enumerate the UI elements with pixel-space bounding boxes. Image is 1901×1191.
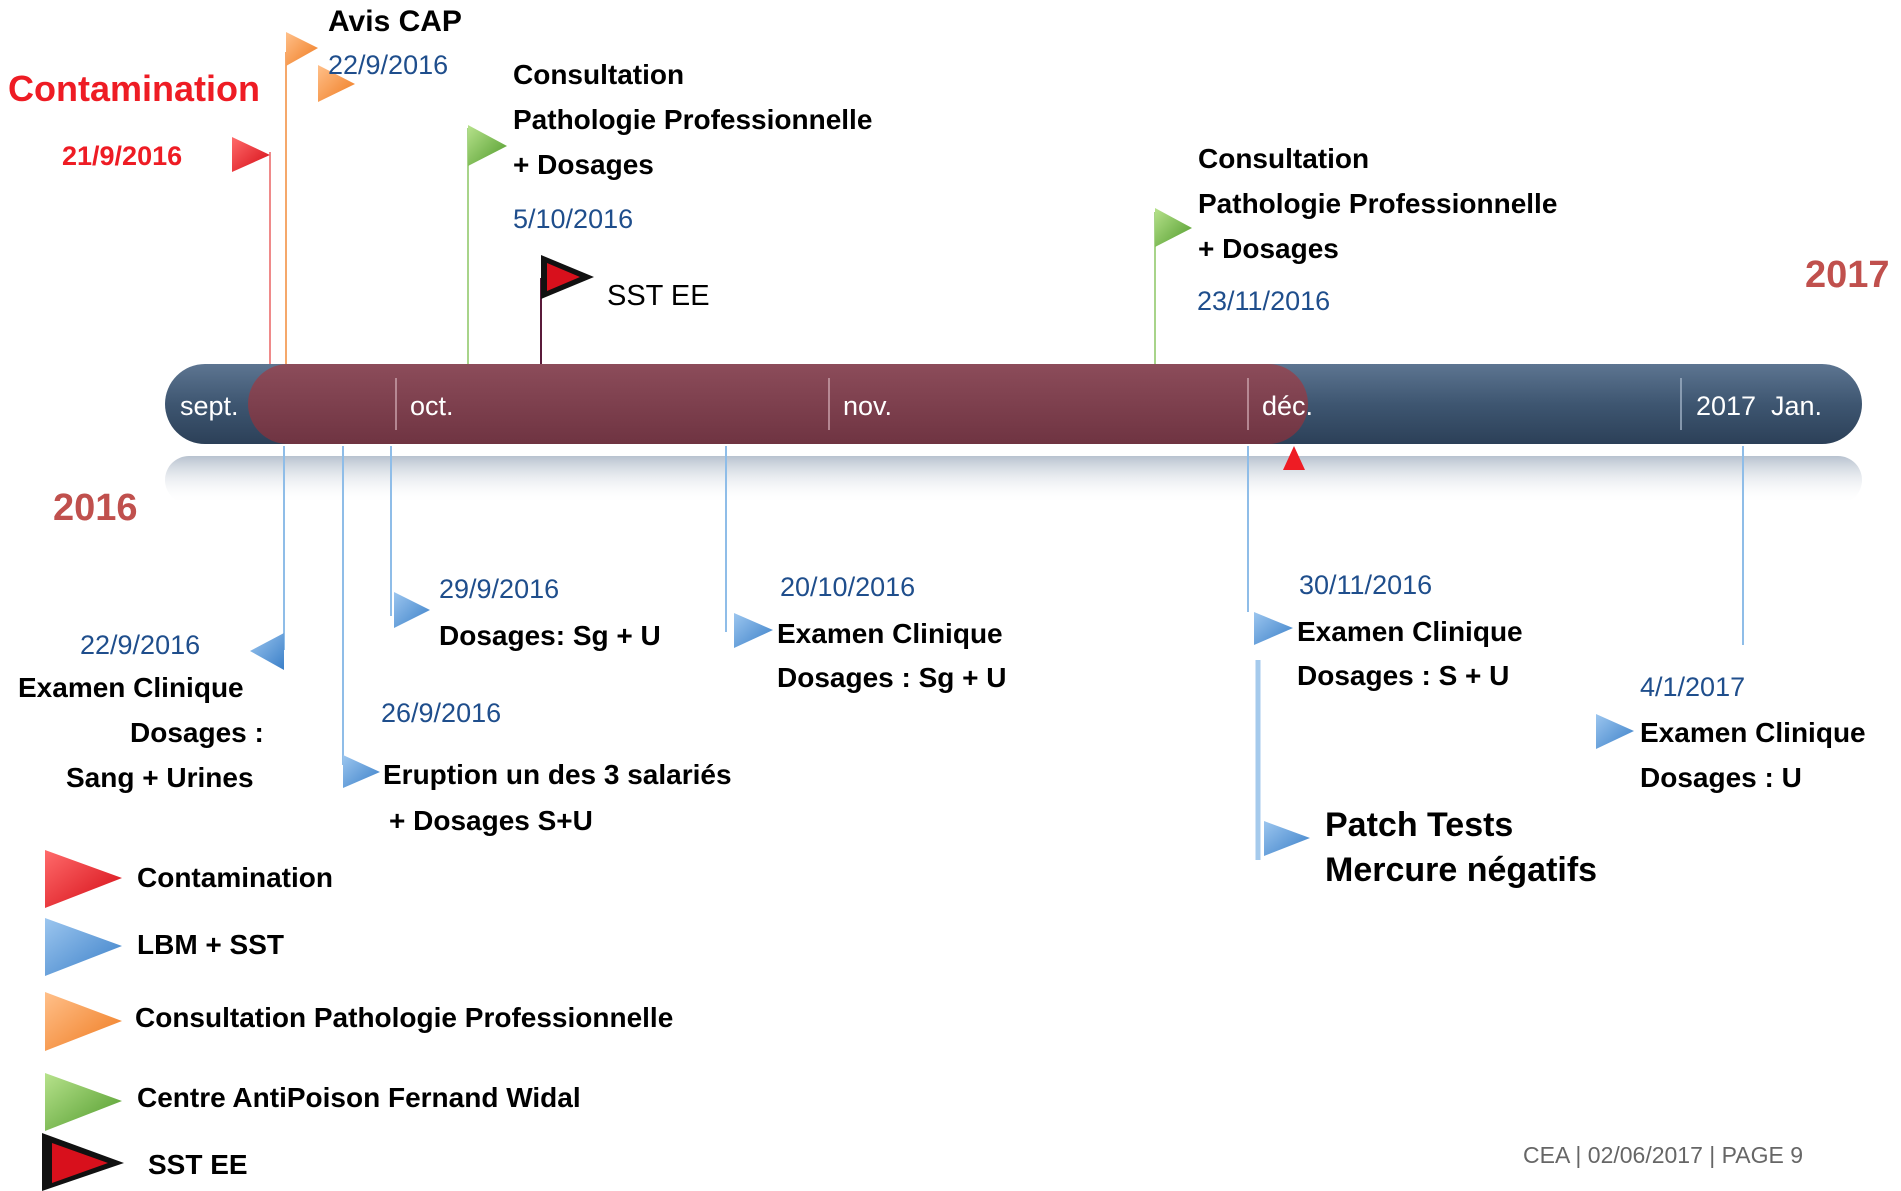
legend-red-flag-icon [45,850,122,908]
legend-blue-flag-icon [45,918,122,976]
e4-line1: Examen Clinique [777,618,1003,649]
e5-line2: Dosages : S + U [1297,660,1510,691]
cap-date: 22/9/2016 [328,50,449,80]
e3-line1: Dosages: Sg + U [439,620,661,651]
legend-contamination-label: Contamination [137,862,333,893]
month-jan-label: Jan. [1771,391,1823,421]
e1-line2: Dosages : [130,717,264,748]
month-jan-year-label: 2017 [1696,391,1757,421]
consult1-date: 5/10/2016 [513,204,634,234]
contamination-date: 21/9/2016 [62,141,183,171]
blue-flag-icon [1254,612,1293,645]
e1-line1: Examen Clinique [18,672,244,703]
blue-flag-icon [394,592,430,628]
consult1-line2: Pathologie Professionnelle [513,104,873,135]
consult1-line3: + Dosages [513,149,654,180]
e7-line1: Examen Clinique [1640,717,1866,748]
e6-line2: Mercure négatifs [1325,851,1598,889]
blue-flag-icon [1264,821,1310,856]
consult1-line1: Consultation [513,59,685,90]
consult2-line2: Pathologie Professionnelle [1198,188,1558,219]
red-flag-icon [232,137,270,172]
month-sept-label: sept. [180,391,239,421]
timeline-range [248,364,1308,444]
legend-consultation-label: Consultation Pathologie Professionnelle [135,1002,674,1033]
orange-flag-icon [318,65,355,102]
e2-line1: Eruption un des 3 salariés [383,759,732,790]
green-flag-icon [1155,208,1192,247]
e4-line2: Dosages : Sg + U [777,662,1007,693]
e7-line2: Dosages : U [1640,762,1802,793]
consult2-date: 23/11/2016 [1197,286,1331,316]
month-nov-label: nov. [843,391,893,421]
sst-label: SST EE [607,280,710,312]
e7-date: 4/1/2017 [1640,672,1746,702]
blue-flag-icon [343,755,380,788]
month-dec-label: déc. [1262,391,1314,421]
blue-flag-icon [1596,714,1634,749]
track-reflection [165,456,1862,504]
e1-line3: Sang + Urines [66,762,254,793]
current-date-marker [1283,446,1305,470]
year-2017-label: 2017 [1805,254,1890,296]
e6-line1: Patch Tests [1325,806,1514,844]
orange-flag-icon [286,32,318,66]
black-red-flag-icon-inner [547,263,580,291]
legend-green-flag-icon [45,1073,122,1131]
consult2-line1: Consultation [1198,143,1370,174]
e1-date: 22/9/2016 [80,630,201,660]
legend-lbm-sst-label: LBM + SST [137,929,285,960]
consult2-line3: + Dosages [1198,233,1339,264]
cap-title: Avis CAP [328,5,462,38]
month-oct-label: oct. [410,391,454,421]
e5-date: 30/11/2016 [1299,570,1433,600]
e3-date: 29/9/2016 [439,574,560,604]
legend-antipoison-label: Centre AntiPoison Fernand Widal [137,1082,581,1113]
year-2016-label: 2016 [53,487,138,529]
legend-sst-ee-label: SST EE [148,1149,248,1180]
contamination-title: Contamination [8,68,260,109]
e2-line2: + Dosages S+U [389,805,593,836]
blue-flag-icon [734,613,773,648]
e2-date: 26/9/2016 [381,698,502,728]
green-flag-icon [468,125,507,166]
blue-flag-icon [250,633,284,670]
page-footer: CEA | 02/06/2017 | PAGE 9 [1523,1142,1804,1168]
e5-line1: Examen Clinique [1297,616,1523,647]
legend-orange-flag-icon [45,992,122,1051]
e4-date: 20/10/2016 [780,572,916,602]
legend-black-red-flag-icon-inner [52,1143,108,1183]
